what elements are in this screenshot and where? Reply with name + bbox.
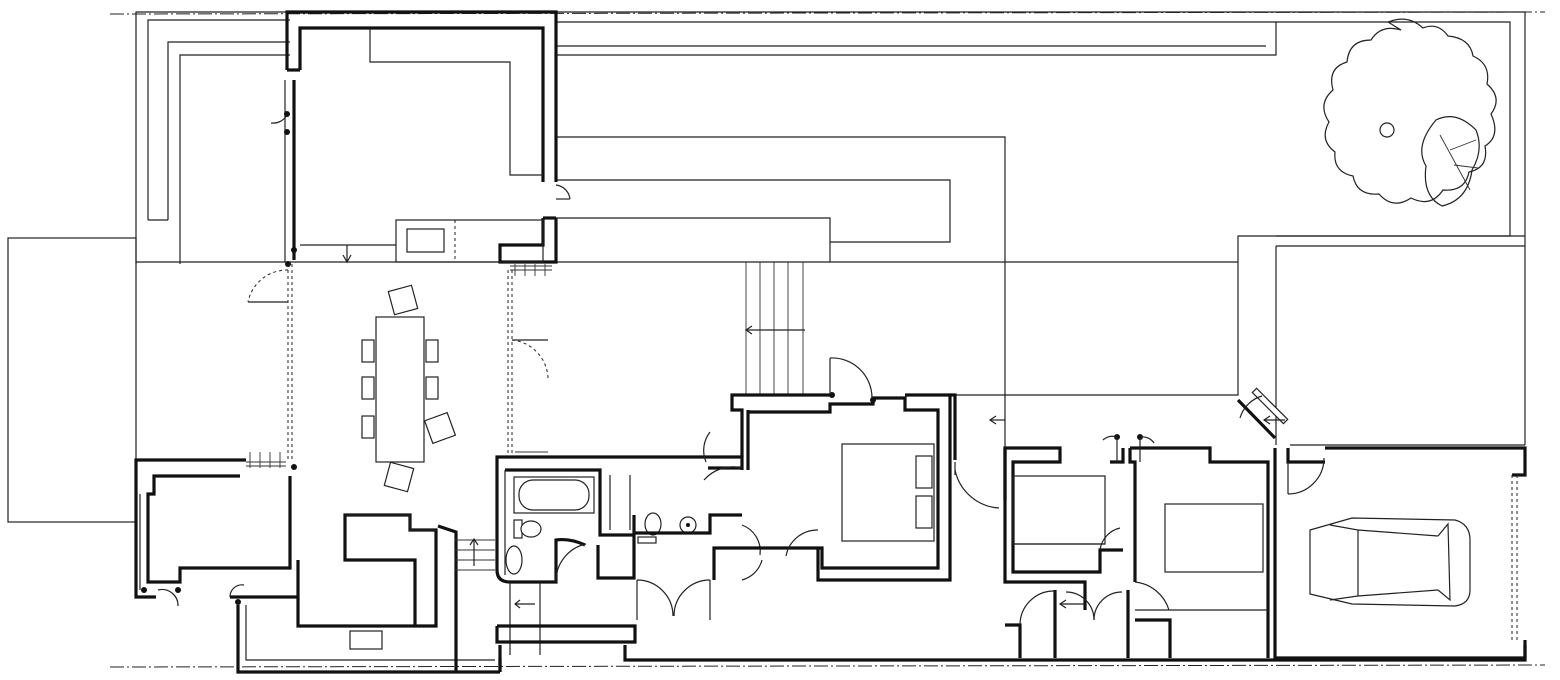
corridor-walls — [454, 393, 957, 672]
stair-icon — [455, 262, 805, 571]
living-room — [134, 458, 500, 674]
kitchen — [284, 10, 571, 264]
car-icon — [1309, 517, 1471, 607]
glazing-pivots — [270, 111, 297, 470]
bathtub-icon — [518, 479, 590, 511]
toilet-icon — [513, 512, 662, 544]
sink-icon — [505, 516, 697, 575]
dining-area — [246, 264, 552, 493]
tree-icon — [1323, 18, 1497, 207]
entrance-door — [1236, 387, 1289, 440]
bedroom-2 — [1003, 434, 1125, 610]
bed-icon — [841, 443, 935, 542]
closets — [1005, 590, 1130, 658]
bedroom-master — [712, 357, 1005, 582]
dining-table-icon — [375, 316, 425, 463]
terrace-outlines — [7, 11, 1526, 523]
garage — [1273, 446, 1527, 660]
chair-icon — [361, 284, 457, 493]
bedroom-3 — [1128, 434, 1270, 658]
